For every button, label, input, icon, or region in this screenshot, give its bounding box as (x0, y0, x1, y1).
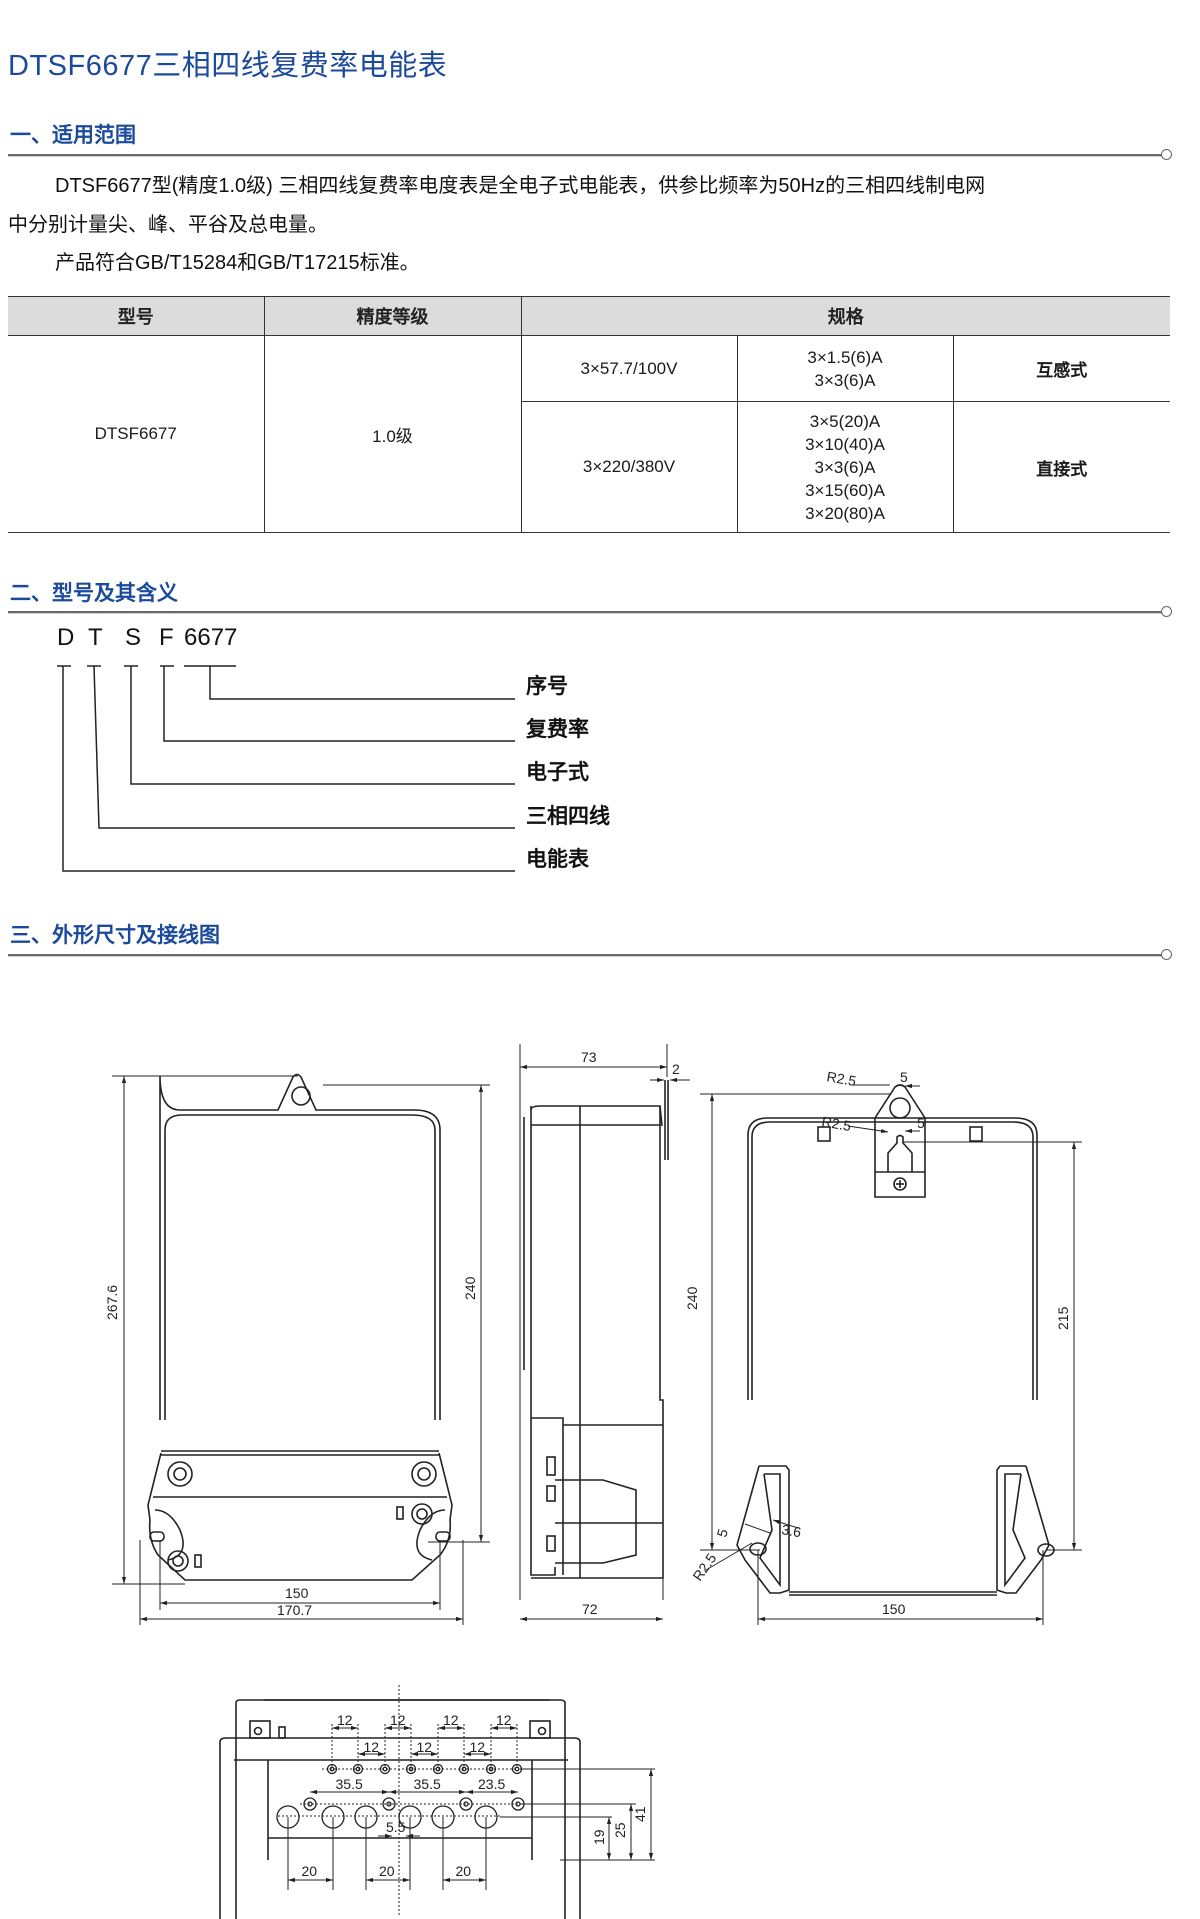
terminal-bottom-label: 20 (302, 1863, 318, 1879)
section-divider (8, 611, 1164, 614)
dim-front-height-total: 267.6 (104, 1285, 120, 1320)
header-model: 型号 (8, 296, 265, 336)
meaning-energy-meter: 电能表 (526, 848, 589, 871)
section-heading-model-meaning: 二、型号及其含义 (10, 582, 178, 605)
terminal-pitch-label: 12 (470, 1739, 486, 1755)
dim-front-width-total: 170.7 (277, 1602, 312, 1618)
current-value: 3×1.5(6)A (807, 347, 883, 367)
dim-back-height: 215 (1055, 1306, 1071, 1330)
dim-back-width: 150 (882, 1601, 906, 1617)
dim-back-r-top: R2.5 (825, 1068, 857, 1089)
terminal-view (219, 1699, 581, 1919)
model-letter-d: D (57, 624, 75, 651)
header-spec: 规格 (520, 296, 1170, 336)
model-meaning-leader-lines (57, 665, 515, 872)
dim-back-r-mid: R2.5 (820, 1113, 852, 1134)
meaning-multi-rate: 复费率 (526, 718, 589, 741)
terminal-pitch-label: 12 (390, 1712, 406, 1728)
meaning-serial: 序号 (526, 675, 568, 698)
table-row: 3×220/380V 3×5(20)A 3×10(40)A 3×3(6)A 3×… (8, 401, 1170, 533)
terminal-height-label: 25 (612, 1822, 628, 1838)
scope-paragraph-line1: DTSF6677型(精度1.0级) 三相四线复费率电度表是全电子式电能表，供参比… (55, 175, 986, 197)
terminal-row2-label: 23.5 (478, 1776, 505, 1792)
terminal-pitch-label: 12 (364, 1739, 380, 1755)
dim-back-r-bot: R2.5 (689, 1550, 719, 1584)
dim-side-plate: 2 (672, 1061, 680, 1077)
cell-accuracy: 1.0级 (263, 335, 522, 533)
model-letter-t: T (88, 624, 103, 651)
standards-paragraph: 产品符合GB/T15284和GB/T17215标准。 (55, 252, 420, 274)
terminal-pitch-label: 12 (337, 1712, 353, 1728)
current-value: 3×3(6)A (814, 457, 876, 477)
cell-voltage: 3×220/380V (520, 401, 738, 533)
scope-paragraph-line2: 中分别计量尖、峰、平谷及总电量。 (8, 214, 328, 236)
dim-back-w-top: 5 (900, 1069, 908, 1085)
terminal-mid-hole (382, 1797, 396, 1811)
table-header-row: 型号 精度等级 规格 (8, 296, 1170, 336)
dim-back-w-mid: 5 (917, 1115, 925, 1131)
dim-side-depth-bottom: 72 (582, 1601, 598, 1617)
meaning-electronic: 电子式 (526, 761, 589, 784)
model-serial-digits: 6677 (184, 624, 238, 651)
current-value: 3×15(60)A (805, 480, 885, 500)
terminal-bottom-label: 20 (379, 1863, 395, 1879)
back-view (736, 1084, 1055, 1596)
terminal-small-hole-center (488, 1766, 494, 1772)
dim-back-w-bot: 5 (713, 1527, 731, 1539)
dim-side-depth-top: 73 (581, 1049, 597, 1065)
side-view (523, 1080, 669, 1579)
terminal-height-label: 19 (591, 1829, 607, 1845)
terminal-height-label: 41 (632, 1806, 648, 1822)
dim-back-slot: 3.6 (780, 1521, 802, 1540)
section-divider (8, 954, 1164, 957)
cell-currents: 3×5(20)A 3×10(40)A 3×3(6)A 3×15(60)A 3×2… (736, 401, 954, 533)
model-letter-s: S (125, 624, 142, 651)
divider-end-circle-icon (1161, 949, 1172, 960)
divider-end-circle-icon (1161, 606, 1172, 617)
terminal-pitch-label: 12 (443, 1712, 459, 1728)
terminal-row2-label: 35.5 (336, 1776, 363, 1792)
section-heading-dimensions: 三、外形尺寸及接线图 (10, 924, 220, 947)
current-value: 3×5(20)A (809, 411, 881, 431)
terminal-row2-label: 35.5 (414, 1776, 441, 1792)
current-value: 3×3(6)A (814, 370, 876, 390)
terminal-bottom-label: 20 (456, 1863, 472, 1879)
terminal-pitch-label: 12 (417, 1739, 433, 1755)
terminal-offset-label: 5.5 (386, 1819, 406, 1835)
cell-currents: 3×1.5(6)A 3×3(6)A (736, 335, 954, 402)
meaning-three-phase-four-wire: 三相四线 (526, 805, 610, 828)
dim-front-height: 240 (462, 1276, 478, 1300)
divider-end-circle-icon (1161, 149, 1172, 160)
current-value: 3×20(80)A (805, 503, 885, 523)
terminal-small-hole-center (408, 1766, 414, 1772)
terminal-mid-hole-center (386, 1801, 392, 1807)
section-heading-scope: 一、适用范围 (10, 124, 136, 147)
section-divider (8, 154, 1164, 157)
dim-front-width-inner: 150 (285, 1585, 309, 1601)
table-row: DTSF6677 1.0级 3×57.7/100V 3×1.5(6)A 3×3(… (8, 335, 1170, 533)
page-title: DTSF6677三相四线复费率电能表 (8, 50, 448, 82)
model-letter-f: F (159, 624, 174, 651)
terminal-pitch-label: 12 (496, 1712, 512, 1728)
front-view (147, 1073, 453, 1581)
dim-side-height: 240 (684, 1286, 700, 1310)
current-value: 3×10(40)A (805, 434, 885, 454)
spec-table: 型号 精度等级 规格 DTSF6677 1.0级 3×57.7/100V 3×1… (8, 296, 1170, 533)
cell-type: 直接式 (952, 401, 1170, 533)
